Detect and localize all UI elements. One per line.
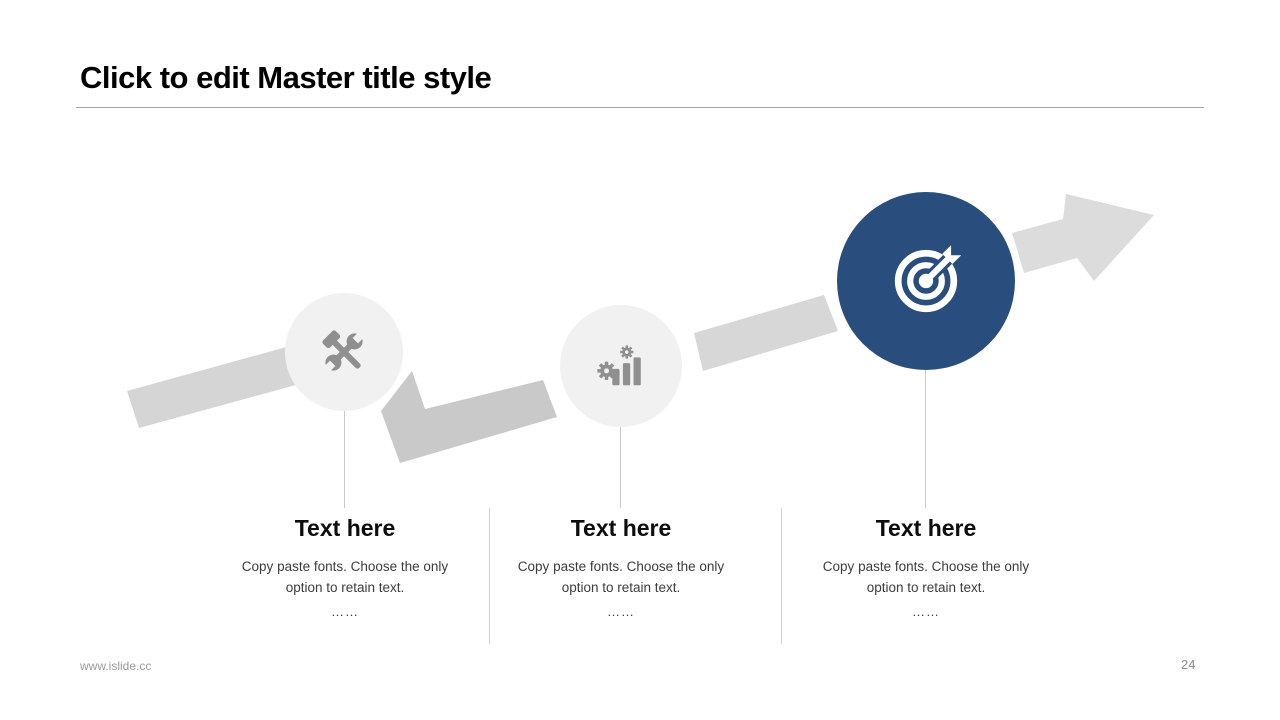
column-divider-1: [489, 508, 490, 644]
target-arrow-icon: [894, 245, 962, 313]
connector-line-2: [620, 427, 621, 508]
step-text-block-1: Text here Copy paste fonts. Choose the o…: [240, 515, 450, 619]
step-ellipsis: ……: [912, 604, 940, 619]
connector-line-3: [925, 370, 926, 508]
step-circle-3: [837, 192, 1015, 370]
footer-url: www.islide.cc: [80, 659, 152, 673]
ribbon-fold-segment: [381, 371, 557, 463]
step-body: Copy paste fonts. Choose the only option…: [241, 559, 449, 595]
ribbon-arrowhead: [1012, 194, 1154, 281]
column-divider-2: [781, 508, 782, 644]
slide-title: Click to edit Master title style: [80, 60, 492, 95]
step-text-block-2: Text here Copy paste fonts. Choose the o…: [516, 515, 726, 619]
page-number: 24: [1181, 657, 1196, 672]
step-text-block-3: Text here Copy paste fonts. Choose the o…: [821, 515, 1031, 619]
bar-chart-gears-icon: [597, 345, 641, 386]
step-ellipsis: ……: [331, 604, 359, 619]
step-heading: Text here: [875, 515, 977, 541]
step-ellipsis: ……: [607, 604, 635, 619]
step-heading: Text here: [570, 515, 672, 541]
ribbon-segment-1: [127, 346, 303, 428]
step-body: Copy paste fonts. Choose the only option…: [517, 559, 725, 595]
connector-line-1: [344, 411, 345, 508]
hammer-wrench-icon: [322, 330, 366, 374]
step-body: Copy paste fonts. Choose the only option…: [822, 559, 1030, 595]
step-circle-2: [560, 305, 682, 427]
step-heading: Text here: [294, 515, 396, 541]
title-divider-line: [76, 107, 1204, 108]
step-circle-1: [285, 293, 403, 411]
ribbon-segment-2: [694, 295, 838, 371]
